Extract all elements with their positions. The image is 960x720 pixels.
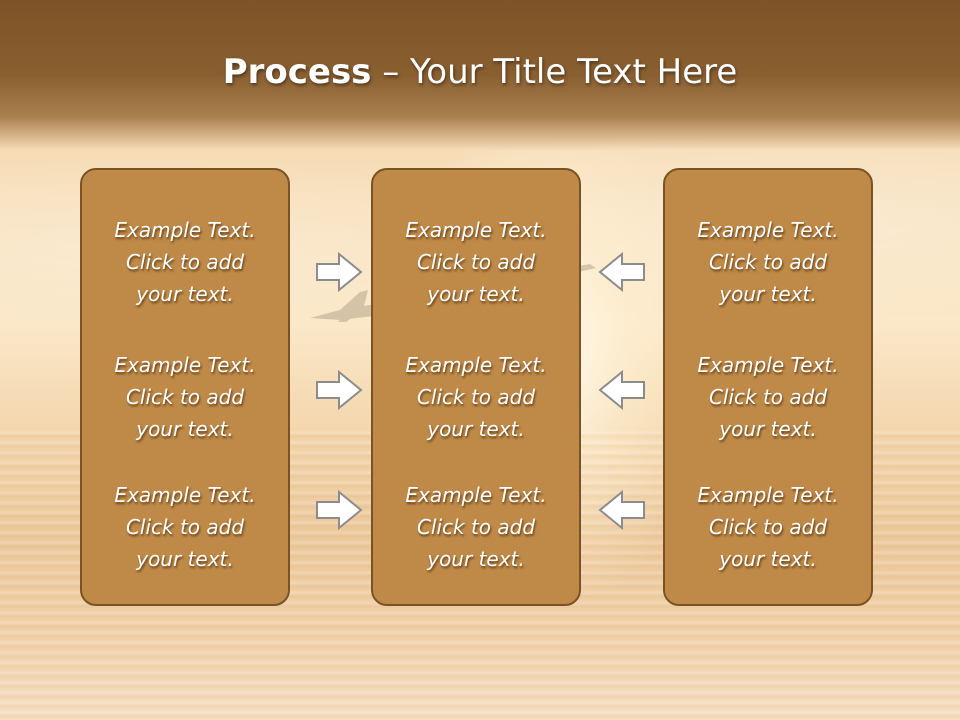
text-placeholder[interactable]: Example Text. Click to add your text. <box>373 214 579 310</box>
text-line: Example Text. <box>697 218 839 242</box>
text-line: Example Text. <box>405 218 547 242</box>
left-arrow-icon[interactable] <box>598 252 646 292</box>
title-rest: – Your Title Text Here <box>371 52 738 92</box>
process-box-left[interactable]: Example Text. Click to add your text. Ex… <box>80 168 290 606</box>
text-line: your text. <box>136 547 234 571</box>
text-line: your text. <box>427 417 525 441</box>
text-line: your text. <box>427 547 525 571</box>
right-arrow-icon[interactable] <box>315 252 363 292</box>
text-line: Click to add <box>125 515 245 539</box>
text-line: your text. <box>427 282 525 306</box>
title-bar <box>0 0 960 150</box>
text-placeholder[interactable]: Example Text. Click to add your text. <box>82 479 288 575</box>
text-placeholder[interactable]: Example Text. Click to add your text. <box>82 214 288 310</box>
text-line: Example Text. <box>697 483 839 507</box>
text-placeholder[interactable]: Example Text. Click to add your text. <box>665 479 871 575</box>
left-arrow-icon[interactable] <box>598 370 646 410</box>
text-line: Example Text. <box>405 483 547 507</box>
text-placeholder[interactable]: Example Text. Click to add your text. <box>373 349 579 445</box>
text-line: Click to add <box>416 385 536 409</box>
left-arrow-icon[interactable] <box>598 490 646 530</box>
text-line: Example Text. <box>697 353 839 377</box>
text-line: Click to add <box>708 515 828 539</box>
text-line: Example Text. <box>405 353 547 377</box>
text-line: Click to add <box>125 250 245 274</box>
title-bold: Process <box>222 52 372 92</box>
text-line: Click to add <box>416 515 536 539</box>
text-line: your text. <box>719 282 817 306</box>
right-arrow-icon[interactable] <box>315 490 363 530</box>
text-line: Click to add <box>708 250 828 274</box>
text-line: your text. <box>719 547 817 571</box>
text-line: Example Text. <box>114 218 256 242</box>
slide-title[interactable]: Process – Your Title Text Here <box>0 52 960 92</box>
text-line: your text. <box>719 417 817 441</box>
text-line: Click to add <box>125 385 245 409</box>
text-line: your text. <box>136 282 234 306</box>
text-placeholder[interactable]: Example Text. Click to add your text. <box>665 349 871 445</box>
text-line: Example Text. <box>114 353 256 377</box>
right-arrow-icon[interactable] <box>315 370 363 410</box>
text-line: Click to add <box>416 250 536 274</box>
text-line: your text. <box>136 417 234 441</box>
text-line: Click to add <box>708 385 828 409</box>
text-placeholder[interactable]: Example Text. Click to add your text. <box>373 479 579 575</box>
text-line: Example Text. <box>114 483 256 507</box>
process-box-center[interactable]: Example Text. Click to add your text. Ex… <box>371 168 581 606</box>
text-placeholder[interactable]: Example Text. Click to add your text. <box>665 214 871 310</box>
process-box-right[interactable]: Example Text. Click to add your text. Ex… <box>663 168 873 606</box>
text-placeholder[interactable]: Example Text. Click to add your text. <box>82 349 288 445</box>
